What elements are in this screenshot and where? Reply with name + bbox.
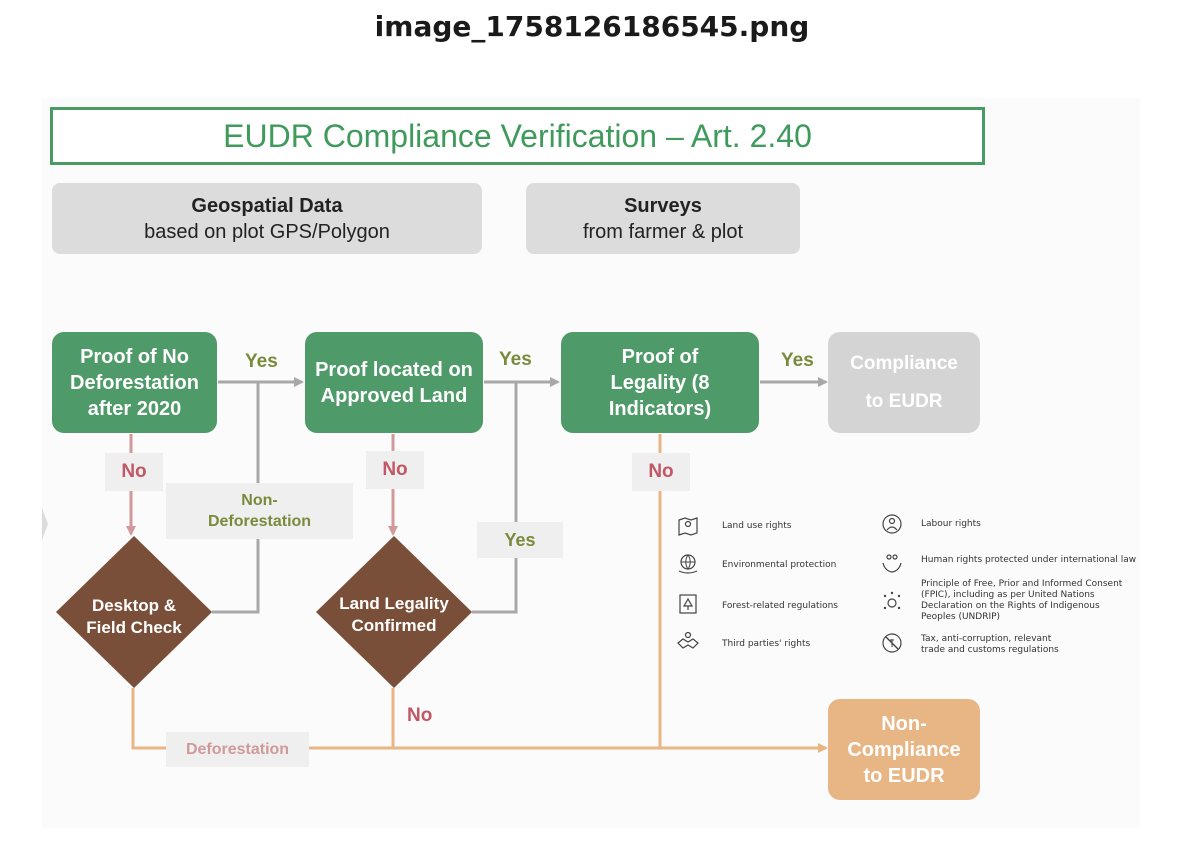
label-yes-3: Yes — [781, 350, 814, 371]
indicator-environmental-protection: Environmental protection — [722, 560, 837, 570]
label-no-3: No — [632, 453, 690, 491]
geospatial-subtitle: based on plot GPS/Polygon — [144, 220, 390, 243]
page-title: EUDR Compliance Verification – Art. 2.40 — [50, 107, 985, 165]
diamond-land-legality — [316, 536, 472, 688]
forest-document-icon — [679, 594, 697, 614]
outcome-compliance: Compliance to EUDR — [828, 332, 980, 433]
decision-desktop-check: Desktop & Field Check — [86, 596, 182, 637]
label-yes-1: Yes — [245, 351, 278, 372]
line-non-deforestation — [212, 382, 260, 614]
geospatial-title: Geospatial Data — [191, 194, 343, 217]
indicator-tax-anti-corruption: Tax, anti-corruption, relevant trade and… — [921, 634, 1059, 655]
line-land-yes — [472, 382, 518, 614]
worker-icon — [882, 514, 902, 534]
label-no-4: No — [407, 705, 433, 726]
handshake-icon — [677, 631, 699, 649]
label-yes-land: Yes — [477, 522, 563, 558]
label-yes-2: Yes — [499, 349, 532, 370]
surveys-box: Surveys from farmer & plot — [526, 183, 800, 254]
slide-edge-marker — [42, 508, 48, 540]
indicator-third-parties: Third parties' rights — [722, 639, 811, 649]
indicator-fpic: Principle of Free, Prior and Informed Co… — [921, 579, 1123, 622]
label-deforestation: Deforestation — [166, 732, 309, 767]
diamond-desktop-check — [56, 536, 212, 688]
indicator-labour-rights: Labour rights — [921, 519, 981, 529]
indicator-land-use-rights: Land use rights — [722, 521, 792, 531]
step-legality: Proof of Legality (8 Indicators) — [561, 332, 759, 433]
indicator-human-rights: Human rights protected under internation… — [921, 555, 1137, 565]
label-no-2: No — [366, 451, 424, 489]
decision-land-legality: Land Legality Confirmed — [339, 594, 449, 635]
line-deforestation — [131, 688, 828, 753]
step-no-deforestation: Proof of No Deforestation after 2020 — [52, 332, 217, 433]
label-no-1: No — [105, 453, 163, 491]
map-icon — [678, 517, 698, 536]
label-non-deforestation: Non-Deforestation — [166, 483, 353, 539]
surveys-title: Surveys — [624, 194, 702, 217]
step-approved-land: Proof located on Approved Land — [305, 332, 483, 433]
indicator-forest-regulations: Forest-related regulations — [722, 601, 838, 611]
consent-stars-icon — [883, 591, 901, 610]
anti-corruption-icon — [882, 633, 902, 653]
compliance-line-2: to EUDR — [865, 390, 943, 412]
surveys-subtitle: from farmer & plot — [582, 220, 744, 243]
hands-people-icon — [882, 554, 902, 573]
geospatial-data-box: Geospatial Data based on plot GPS/Polygo… — [52, 183, 482, 254]
compliance-line-1: Compliance — [850, 352, 958, 374]
outcome-non-compliance: Non-Compliance to EUDR — [828, 699, 980, 800]
file-name: image_1758126186545.png — [374, 10, 810, 43]
globe-hand-icon — [678, 554, 698, 574]
